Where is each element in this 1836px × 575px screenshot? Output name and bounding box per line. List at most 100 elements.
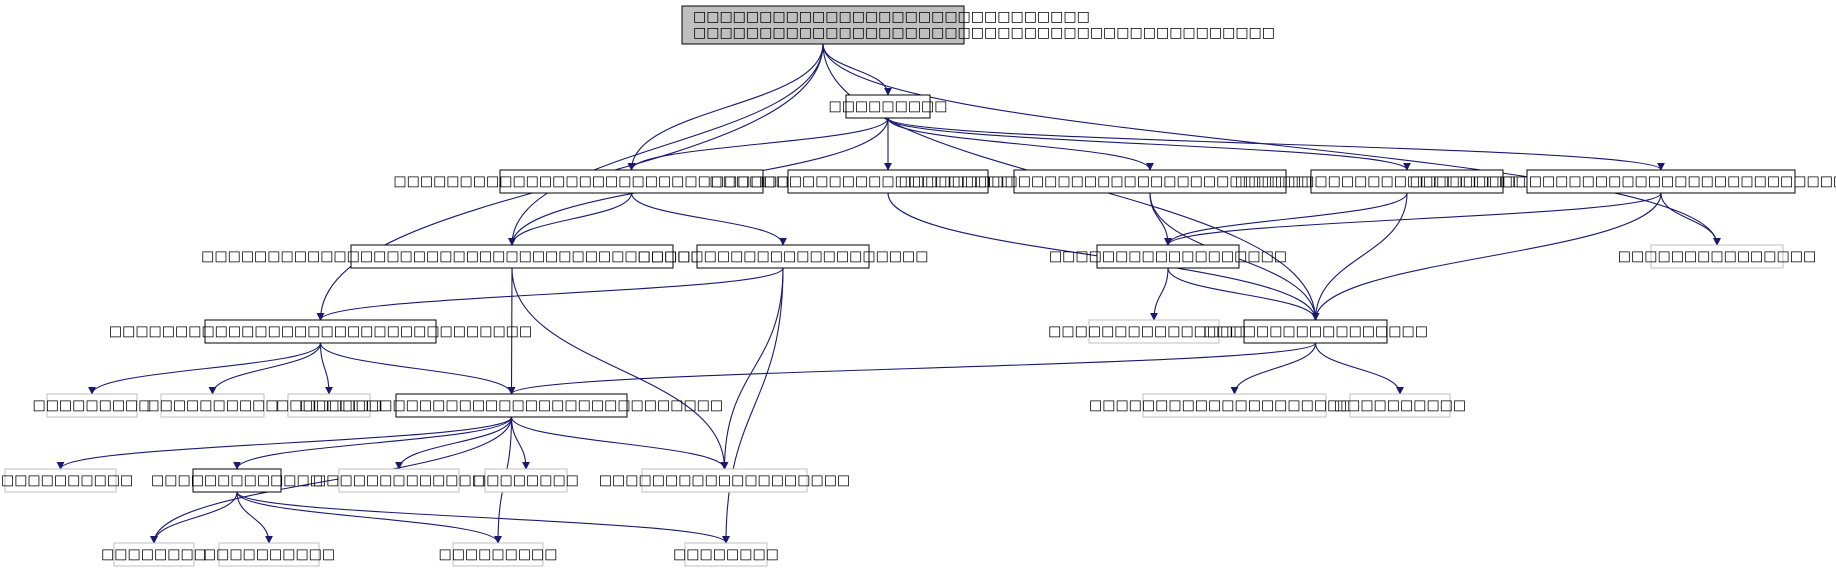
node-box — [681, 5, 965, 45]
edge-root-to-n_a — [627, 43, 824, 171]
node-label: □□□□□□□□ — [673, 547, 779, 563]
node-box — [1096, 244, 1240, 269]
node-box — [696, 244, 870, 269]
graph-node-n_a[interactable]: □□□□□□□□□□□□□□□□□□□□□□□□□□□□□□□□□□□□ — [393, 169, 870, 194]
node-box — [160, 393, 265, 418]
node-label: □□□□□□□□□□□□□□□□□□□□□□ — [637, 249, 928, 265]
node-box — [395, 393, 628, 418]
graph-node-n_s[interactable]: □□□□□□□□□□□□□ — [313, 468, 485, 493]
node-label: □□□□□□□□ — [473, 473, 579, 489]
graph-node-n_d[interactable]: □□□□□□□□□□□□□□□□□□□□□□□□□□ — [1235, 169, 1579, 194]
edge-n_e-to-n_k — [1311, 192, 1662, 321]
edge-n_i-to-n_m — [208, 342, 322, 395]
node-box — [287, 393, 371, 418]
node-box — [1013, 169, 1287, 194]
graph-node-n_b[interactable]: □□□□□□□□□□□□□□□□□□□□□□□□□□□ — [709, 169, 1067, 194]
graph-node-n_o[interactable]: □□□□□□□□□□□□□□□□□□□□□□ — [1089, 393, 1380, 418]
node-box — [499, 169, 764, 194]
edge-n_core-to-n_r — [233, 416, 513, 470]
graph-node-n_f[interactable]: □□□□□□□□□□□□□□□□□□□□□□ — [637, 244, 929, 269]
graph-node-n_x[interactable]: □□□□□□□□□ — [438, 542, 558, 567]
edge-n_r-to-n_y — [236, 491, 730, 544]
graph-node-n_q[interactable]: □□□□□□□□□□□ — [0, 468, 133, 493]
edge-n_hub-to-n_c — [887, 117, 1154, 171]
edge-n_big-to-n_u — [511, 267, 729, 470]
graph-node-n_k[interactable]: □□□□□□□□□□□□□□□□□ — [1203, 319, 1428, 344]
edge-n_k-to-n_o — [1230, 342, 1317, 395]
edge-n_e-to-n_g — [1164, 192, 1662, 246]
edge-n_core-to-n_s — [395, 416, 513, 470]
node-label: □□□□□□□□□□□□□□□□□□□□□□□□□□□□□□□□ — [300, 398, 723, 414]
edge-n_f-to-n_y — [722, 267, 784, 544]
node-box — [684, 542, 768, 567]
graph-node-n_y[interactable]: □□□□□□□□ — [673, 542, 779, 567]
node-label: □□□□□□□□□□□□□□□□□□□□□□□□□□□□□□□□□□□□□□ — [1410, 174, 1836, 190]
graph-node-n_g[interactable]: □□□□□□□□□□□□□□□□□□ — [1049, 244, 1287, 269]
edge-n_hub-to-n_a — [627, 117, 889, 171]
node-label: □□□□□□□□□□□□□□□□□□□□□□□□□□□□□□□□□□□□□□□□… — [693, 25, 1275, 41]
node-box — [641, 468, 808, 493]
edge-root-to-n_big — [508, 43, 824, 246]
node-label: □□□□□□□□ — [276, 398, 382, 414]
node-label: □□□□□□□□□□□□□□□□□□□□□□□□□□□□□□□□ — [109, 324, 532, 340]
graph-node-n_c[interactable]: □□□□□□□□□□□□□□□□□□□□□□□□□□□□□□□□□□□□□□ — [899, 169, 1402, 194]
edge-n_g-to-n_k — [1167, 267, 1320, 321]
graph-node-n_r[interactable]: □□□□□□□□□□□□□ — [151, 468, 323, 493]
edge-n_r-to-n_x — [236, 491, 502, 544]
graph-node-root[interactable]: □□□□□□□□□□□□□□□□□□□□□□□□□□□□□□□□□□□□□□□□… — [681, 5, 1275, 45]
graph-node-n_v[interactable]: □□□□□□□□ — [101, 542, 207, 567]
edge-n_big-to-n_core — [507, 267, 516, 395]
node-box — [338, 468, 460, 493]
node-label: □□□□□□□□□□□□□ — [151, 473, 323, 489]
node-box — [46, 393, 138, 418]
graph-node-n_u[interactable]: □□□□□□□□□□□□□□□□□□□ — [599, 468, 850, 493]
edge-n_e-to-n_h — [1660, 192, 1721, 246]
graph-node-n_n[interactable]: □□□□□□□□ — [276, 393, 382, 418]
node-label: □□□□□□□□□□□□□□□□□□□□□□□□□□□ — [709, 174, 1066, 190]
graph-node-n_t[interactable]: □□□□□□□□ — [473, 468, 579, 493]
graph-node-n_j[interactable]: □□□□□□□□□□□□□□□□ — [1048, 319, 1260, 344]
node-box — [1142, 393, 1327, 418]
graph-node-n_m[interactable]: □□□□□□□□□□ — [146, 393, 279, 418]
node-box — [1650, 244, 1784, 269]
node-box — [1243, 319, 1388, 344]
graph-node-n_e[interactable]: □□□□□□□□□□□□□□□□□□□□□□□□□□□□□□□□□□□□□□ — [1410, 169, 1836, 194]
node-box — [452, 542, 544, 567]
graph-node-n_core[interactable]: □□□□□□□□□□□□□□□□□□□□□□□□□□□□□□□□ — [300, 393, 723, 418]
node-label: □□□□□□□□□□□□□□□□ — [1048, 324, 1260, 340]
graph-node-n_p[interactable]: □□□□□□□□□□ — [1334, 393, 1466, 418]
node-box — [1526, 169, 1796, 194]
node-label: □□□□□□□□ — [101, 547, 207, 563]
edge-n_hub-to-n_e — [887, 117, 1665, 171]
graph-node-n_big[interactable]: □□□□□□□□□□□□□□□□□□□□□□□□□□□□□□□□□□□□□□□□… — [201, 244, 823, 269]
node-label: □□□□□□□□□□□□□□□□□□□□□□ — [1089, 398, 1380, 414]
edge-n_i-to-n_n — [319, 342, 333, 395]
edge-n_core-to-n_u — [510, 416, 729, 470]
node-label: □□□□□□□□□□□□□□□□□□□□□□□□□□□□□□□□□□□□□□ — [899, 174, 1402, 190]
edge-n_k-to-n_p — [1314, 342, 1404, 395]
node-label: □□□□□□□□□□□□□□□□□□□□□□□□□□ — [1235, 174, 1579, 190]
node-label: □□□□□□□□□□ — [146, 398, 278, 414]
node-label: □□□□□□□□□ — [828, 99, 947, 115]
edge-n_i-to-n_core — [319, 342, 516, 395]
edge-n_i-to-n_l — [88, 342, 322, 395]
edge-n_a-to-n_f — [630, 192, 787, 246]
node-box — [192, 468, 282, 493]
graph-node-n_w[interactable]: □□□□□□□□□□ — [203, 542, 335, 567]
edge-n_d-to-n_k — [1311, 192, 1408, 321]
node-box — [1310, 169, 1504, 194]
edge-n_core-to-n_q — [56, 416, 513, 470]
node-label: □□□□□□□□□□□□□ — [313, 473, 485, 489]
node-box — [204, 319, 437, 344]
edge-n_r-to-n_w — [236, 491, 273, 544]
node-box — [113, 542, 195, 567]
graph-node-n_h[interactable]: □□□□□□□□□□□□□□□ — [1618, 244, 1816, 269]
graph-node-n_l[interactable]: □□□□□□□□□ — [32, 393, 152, 418]
edge-root-to-n_hub — [822, 43, 892, 96]
node-label: □□□□□□□□□□□□□□□□□□□□□□□□□□□□□□□□□□□□□□□□… — [201, 249, 823, 265]
node-box — [845, 94, 931, 119]
node-box — [787, 169, 989, 194]
graph-node-n_hub[interactable]: □□□□□□□□□ — [828, 94, 948, 119]
graph-node-n_i[interactable]: □□□□□□□□□□□□□□□□□□□□□□□□□□□□□□□□ — [109, 319, 532, 344]
